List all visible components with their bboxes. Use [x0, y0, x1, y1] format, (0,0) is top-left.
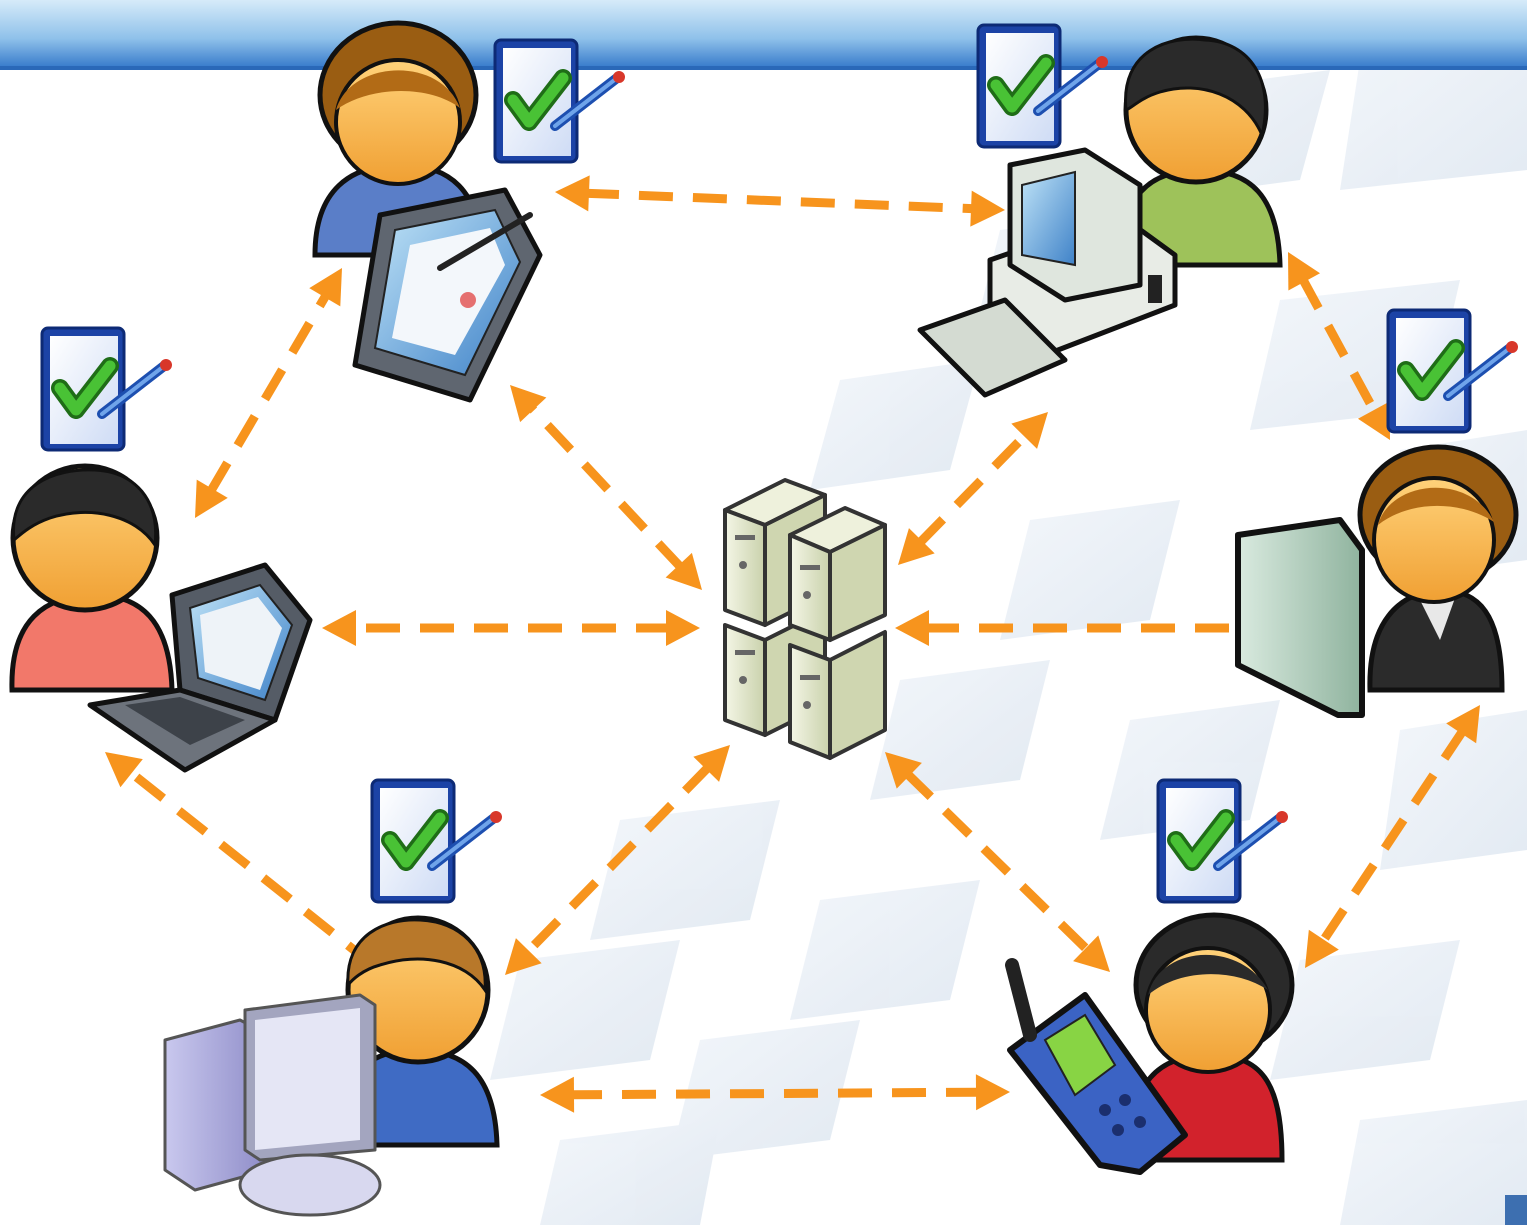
arrowhead	[1288, 252, 1321, 291]
approval-document-icon	[42, 328, 172, 450]
arrow-mobile-to-workstation	[540, 1074, 1010, 1113]
dashed-connector	[522, 763, 713, 957]
arrowhead	[322, 610, 356, 646]
man-red-shirt-icon	[9, 463, 175, 693]
arrowhead	[885, 752, 922, 789]
desktop-computer-icon	[917, 147, 1178, 398]
arrow-tablet-to-desktop	[555, 175, 1005, 227]
desktop-user-green	[917, 35, 1283, 398]
approval-document-icon	[978, 25, 1108, 147]
arrowhead	[666, 610, 700, 646]
arrowhead	[975, 1074, 1010, 1111]
arrow-laptop-to-tablet	[195, 268, 342, 518]
dashed-connector	[1317, 727, 1468, 946]
header-band	[0, 0, 1527, 70]
flat-monitor-icon	[1235, 517, 1365, 718]
dashed-connector	[584, 188, 976, 214]
arrowhead	[1305, 929, 1339, 968]
dashed-connector	[1298, 276, 1380, 416]
arrow-server-to-monitor	[895, 610, 1275, 646]
arrowhead	[1357, 401, 1390, 440]
arrow-server-to-desktop	[898, 412, 1048, 565]
tablet-user	[312, 20, 543, 403]
arrowhead	[898, 528, 935, 565]
arrowhead	[195, 479, 228, 518]
arrowhead	[510, 385, 547, 423]
arrow-server-to-laptop	[322, 610, 700, 646]
arrow-server-to-workstation	[505, 745, 730, 975]
approval-document-icon	[495, 40, 625, 162]
arrowhead	[105, 752, 143, 788]
workstation-pc-icon	[163, 993, 382, 1217]
dashed-connector	[206, 291, 331, 495]
dashed-connector	[915, 430, 1031, 547]
monitor-user	[1235, 444, 1519, 718]
arrowhead	[505, 938, 542, 975]
arrowhead	[1073, 935, 1110, 972]
dashed-connector	[527, 403, 685, 572]
mobile-user	[1005, 912, 1295, 1175]
arrowhead	[1446, 705, 1480, 744]
mobile-phone-icon	[1005, 958, 1188, 1175]
connections	[105, 175, 1480, 1113]
arrow-server-to-mobile	[885, 752, 1110, 972]
arrow-monitor-to-mobile	[1305, 705, 1480, 968]
arrowhead	[540, 1076, 575, 1113]
arrowhead	[895, 610, 929, 646]
workstation-user	[163, 915, 500, 1217]
corner-mark	[1505, 1195, 1527, 1225]
approval-document-icon	[1158, 780, 1288, 902]
server-cluster-icon	[723, 478, 887, 760]
approval-document-icon	[1388, 310, 1518, 432]
arrow-server-to-tablet	[510, 385, 702, 590]
arrow-desktop-to-monitor	[1288, 252, 1390, 440]
arrowhead	[970, 190, 1005, 227]
arrowhead	[555, 175, 590, 212]
arrowhead	[1011, 412, 1048, 449]
dashed-connector	[569, 1087, 981, 1100]
arrowhead	[693, 745, 730, 782]
laptop-icon	[87, 562, 313, 773]
arrowhead	[665, 552, 702, 590]
laptop-user	[9, 463, 313, 773]
arrowhead	[309, 268, 342, 307]
woman-dark-suit-icon	[1357, 444, 1519, 693]
approval-document-icon	[372, 780, 502, 902]
dashed-connector	[125, 767, 378, 970]
dashed-connector	[903, 769, 1092, 955]
tablet-pc-icon	[352, 187, 543, 403]
